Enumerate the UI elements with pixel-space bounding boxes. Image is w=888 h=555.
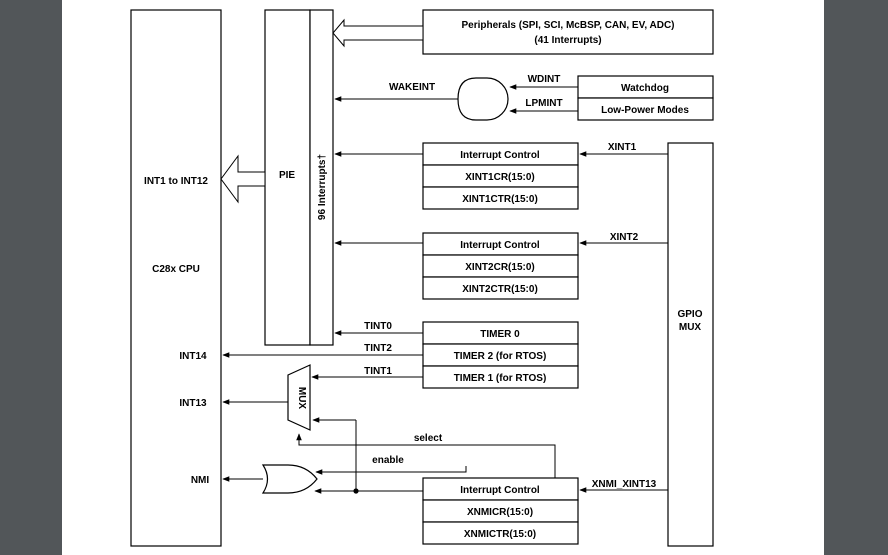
- tint0-label: TINT0: [364, 321, 392, 332]
- timer0-label: TIMER 0: [480, 329, 520, 340]
- pie-interrupts-column: [309, 9, 334, 346]
- cpu-int14-label: INT14: [179, 351, 207, 362]
- peripherals-bus-arrow: [332, 18, 424, 48]
- mux-label: MUX: [296, 387, 307, 410]
- xint1-ctr-label: XINT1CTR(15:0): [462, 194, 538, 205]
- xint1-control-title: Interrupt Control: [460, 150, 540, 161]
- select-label: select: [414, 433, 443, 444]
- timer1-label: TIMER 1 (for RTOS): [454, 373, 547, 384]
- xnmi-ctr-label: XNMICTR(15:0): [464, 529, 536, 540]
- xnmi-control-title: Interrupt Control: [460, 485, 540, 496]
- pie-label: PIE: [279, 170, 295, 181]
- lpm-label: Low-Power Modes: [601, 105, 689, 116]
- peripherals-title: Peripherals (SPI, SCI, McBSP, CAN, EV, A…: [461, 20, 674, 31]
- int1-12-bus-arrow: [220, 154, 266, 204]
- xnmi-xint13-label: XNMI_XINT13: [592, 479, 657, 490]
- xint2-control-title: Interrupt Control: [460, 240, 540, 251]
- xnmi-ctr-register: [422, 521, 579, 545]
- timer2-label: TIMER 2 (for RTOS): [454, 351, 547, 362]
- pie-interrupts-label: 96 Interrupts†: [317, 154, 328, 220]
- peripherals-block: [422, 9, 714, 55]
- lpm-block: [577, 97, 714, 121]
- cpu-label: C28x CPU: [152, 264, 200, 275]
- cpu-int13-label: INT13: [179, 398, 207, 409]
- viewer-left-margin: [0, 0, 62, 555]
- cpu-int1-12-label: INT1 to INT12: [144, 176, 208, 187]
- xint2-cr-label: XINT2CR(15:0): [465, 262, 534, 273]
- int13-mux: [287, 364, 311, 431]
- junction-dot: [353, 488, 359, 494]
- xint1-ctr-register: [422, 186, 579, 210]
- gpio-label-line1: GPIO: [677, 309, 702, 320]
- pie-block: [264, 9, 311, 346]
- xint1-cr-label: XINT1CR(15:0): [465, 172, 534, 183]
- cpu-block: [130, 9, 222, 547]
- wdint-label: WDINT: [528, 74, 561, 85]
- wakeint-label: WAKEINT: [389, 82, 435, 93]
- lpmint-label: LPMINT: [525, 98, 562, 109]
- nmi-or-gate: [261, 464, 318, 494]
- xint1-label: XINT1: [608, 142, 637, 153]
- xint2-label: XINT2: [610, 232, 639, 243]
- cpu-nmi-label: NMI: [191, 475, 210, 486]
- xint2-ctr-register: [422, 276, 579, 300]
- xint2-ctr-label: XINT2CTR(15:0): [462, 284, 538, 295]
- xnmi-cr-label: XNMICR(15:0): [467, 507, 533, 518]
- peripherals-count: (41 Interrupts): [534, 35, 601, 46]
- gpio-mux-block: [667, 142, 714, 547]
- wakeint-and-gate: [457, 77, 509, 121]
- gpio-label-line2: MUX: [679, 322, 702, 333]
- enable-label: enable: [372, 455, 404, 466]
- viewer-right-margin: [824, 0, 888, 555]
- watchdog-label: Watchdog: [621, 83, 669, 94]
- tint1-label: TINT1: [364, 366, 392, 377]
- tint2-label: TINT2: [364, 343, 392, 354]
